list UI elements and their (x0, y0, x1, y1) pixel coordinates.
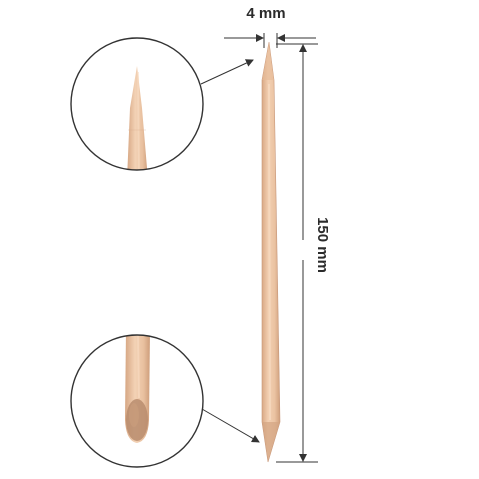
magnifier-circle-pointed-tip-icon (70, 37, 204, 171)
magnifier-circle-beveled-tip-icon (70, 334, 204, 468)
width-label: 4 mm (246, 5, 286, 22)
stick-bottom-bevel (262, 422, 280, 462)
length-dimension (276, 43, 318, 463)
stick-body (261, 41, 281, 463)
bottom-pointer-arrow (201, 408, 260, 443)
top-pointer-arrow (200, 59, 254, 85)
stick-top-bevel (262, 42, 274, 80)
length-label: 150 mm (314, 217, 331, 273)
stick-highlight (268, 83, 271, 421)
width-dimension (224, 33, 316, 48)
orange-stick (261, 41, 281, 463)
